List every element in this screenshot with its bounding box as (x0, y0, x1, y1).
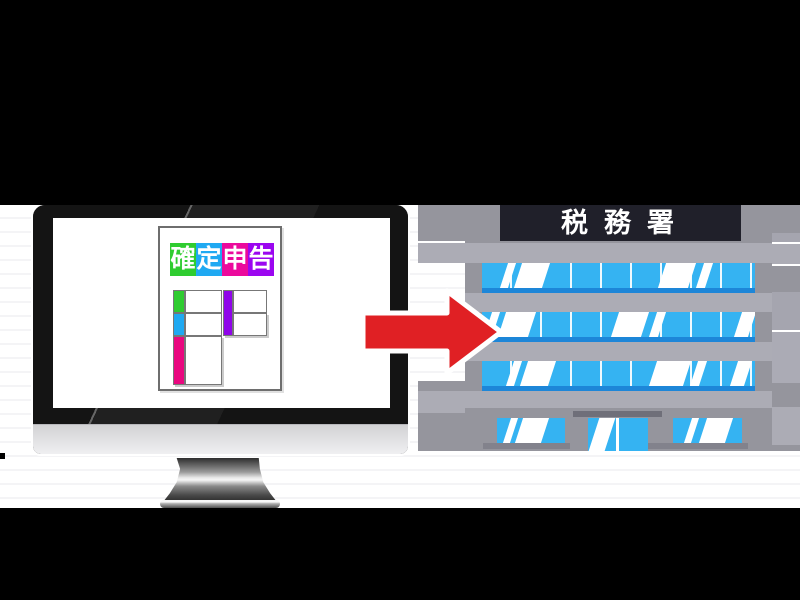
form-cell (233, 290, 267, 313)
window-row-1 (482, 263, 755, 293)
window-sill (483, 443, 570, 449)
entrance-awning (573, 411, 662, 417)
monitor-screen: 確 定 申 告 (53, 218, 390, 408)
title-tile-1: 確 (170, 243, 196, 276)
monitor-stand-base (160, 500, 280, 508)
monitor-frame: 確 定 申 告 (31, 203, 410, 456)
building-floor-slab (465, 342, 772, 361)
form-cell (185, 313, 222, 336)
tax-return-document: 確 定 申 告 (158, 226, 282, 391)
title-tile-4: 告 (248, 243, 274, 276)
title-tile-3: 申 (222, 243, 248, 276)
arrow-shape (360, 288, 504, 376)
bottom-black-bar (0, 508, 800, 600)
form-cell (185, 336, 222, 385)
window-row-3 (482, 361, 755, 391)
top-black-bar (0, 0, 800, 205)
monitor-chin (33, 424, 408, 454)
form-cell (233, 313, 267, 336)
window-row-2 (482, 312, 755, 342)
monitor-stand-neck (163, 458, 277, 502)
tax-office-sign: 税務署 (500, 205, 741, 241)
form-cell-blue (173, 313, 185, 336)
window-pane-dividers (482, 312, 755, 337)
building-floor-slab (418, 391, 772, 408)
ground-window-right (673, 418, 742, 443)
door-split-line (616, 418, 619, 451)
right-arrow-icon (360, 288, 504, 376)
entrance-door (588, 418, 648, 451)
window-pane-dividers (482, 361, 755, 386)
form-cell (185, 290, 222, 313)
stray-mark (0, 453, 5, 459)
window-pane-dividers (482, 263, 755, 288)
tax-office-building-icon: 税務署 (418, 205, 800, 451)
window-sill (648, 443, 748, 449)
building-floor-slab (418, 243, 772, 263)
building-right-wing (772, 205, 800, 451)
desktop-monitor-icon: 確 定 申 告 (31, 203, 414, 509)
building-floor-slab (465, 293, 772, 312)
form-cell-purple (223, 290, 233, 336)
form-cell-magenta (173, 336, 185, 385)
title-tile-2: 定 (196, 243, 222, 276)
ground-window-left (497, 418, 565, 443)
form-cell-green (173, 290, 185, 313)
